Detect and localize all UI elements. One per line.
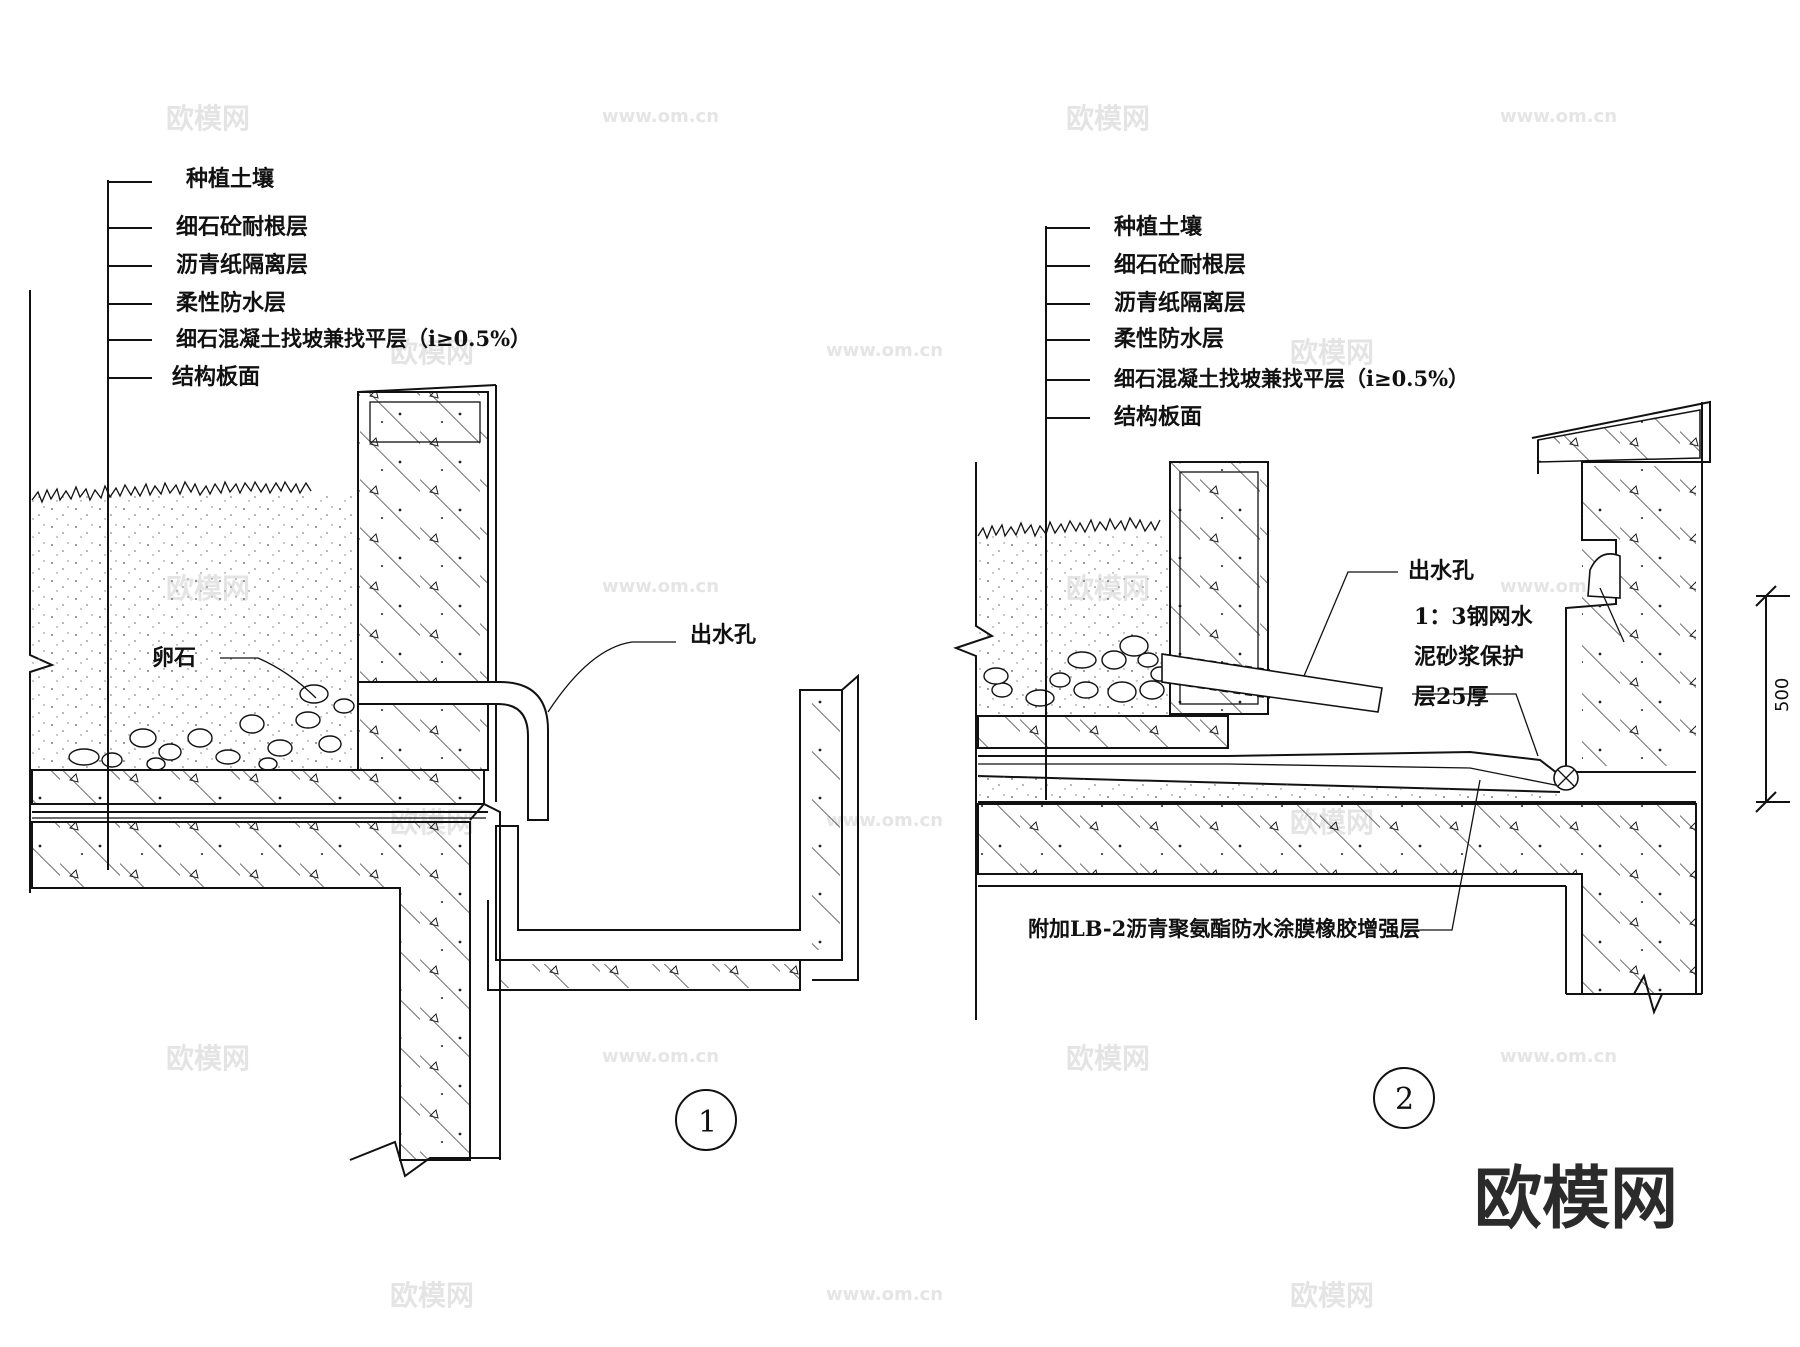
detail-1: 种植土壤 细石砼耐根层 沥青纸隔离层 柔性防水层 细石混凝土找坡兼找平层（i≥0… (29, 166, 859, 1178)
layer-label: 细石砼耐根层 (176, 214, 308, 240)
layer-label: 结构板面 (172, 364, 260, 390)
watermark-brand: 欧模网 (1290, 1279, 1374, 1312)
grass-line (31, 480, 312, 504)
root-resistant-layer (977, 715, 1229, 749)
planting-soil (978, 534, 1170, 714)
mortar-label-line: 1：3钢网水 (1414, 604, 1534, 630)
layer-ticks (108, 181, 152, 379)
grass-line (977, 516, 1161, 540)
planting-soil (32, 494, 354, 770)
leveling-layer (978, 776, 1560, 800)
watermark-brand: 欧模网 (166, 1042, 250, 1075)
detail-number: 2 (1395, 1082, 1414, 1117)
gutter-concrete (500, 964, 800, 988)
outlet-pipe-hidden (1161, 653, 1271, 699)
watermark-url: www.om.cn (602, 106, 719, 127)
watermark-url: www.om.cn (826, 1284, 943, 1305)
wall-top (357, 384, 497, 393)
outlet-leader (1303, 571, 1398, 677)
column-break (1566, 973, 1702, 1015)
outlet-label: 出水孔 (690, 622, 756, 648)
parapet-concrete (1582, 466, 1696, 766)
watermark-brand: 欧模网 (1066, 102, 1150, 135)
watermark-url: www.om.cn (826, 340, 943, 361)
mortar-leader (1412, 693, 1539, 757)
drip-groove (1587, 553, 1621, 599)
outlet-pipe (1161, 653, 1383, 713)
outlet-leader (547, 641, 676, 713)
watermark-url: www.om.cn (826, 810, 943, 831)
parapet-cap (1537, 409, 1701, 463)
brand-logo: 欧模网 (1474, 1160, 1678, 1239)
watermark-brand: 欧模网 (1066, 1042, 1150, 1075)
watermark-brand: 欧模网 (166, 102, 250, 135)
layer-label: 结构板面 (1114, 404, 1202, 430)
layer-labels: 种植土壤 细石砼耐根层 沥青纸隔离层 柔性防水层 细石混凝土找坡兼找平层（i≥0… (172, 166, 531, 390)
layer-label: 柔性防水层 (176, 290, 286, 316)
planter-wall (357, 391, 489, 771)
separation-layer (978, 763, 1561, 787)
pebble-leader (220, 657, 317, 699)
watermark-url: www.om.cn (602, 1046, 719, 1067)
column-break (349, 1140, 500, 1178)
watermark-url: www.om.cn (1500, 106, 1617, 127)
layer-label: 细石混凝土找坡兼找平层（i≥0.5%） (1114, 366, 1469, 391)
layer-ticks (1046, 227, 1090, 419)
sealant-rod-cross (1557, 769, 1575, 787)
watermark-url: www.om.cn (602, 576, 719, 597)
detail-number-circle (675, 1089, 737, 1151)
watermark-url: www.om.cn (1500, 1046, 1617, 1067)
waterproof-layer (978, 750, 1567, 781)
watermark-brand: 欧模网 (390, 336, 474, 369)
dimension-value: 500 (1772, 678, 1793, 712)
reinforce-leader (1406, 779, 1481, 931)
watermark-brand: 欧模网 (1290, 336, 1374, 369)
wall-cap (369, 401, 481, 443)
drip-leader (1599, 587, 1625, 643)
structural-slab (31, 821, 471, 1161)
mortar-label-line: 层25厚 (1414, 684, 1489, 710)
layer-label: 沥青纸隔离层 (1114, 290, 1246, 316)
layer-label: 种植土壤 (1114, 214, 1203, 240)
layer-label: 细石混凝土找坡兼找平层（i≥0.5%） (176, 326, 531, 351)
detail-2: 种植土壤 细石砼耐根层 沥青纸隔离层 柔性防水层 细石混凝土找坡兼找平层（i≥0… (953, 214, 1793, 1129)
layer-label: 柔性防水层 (1114, 326, 1224, 352)
root-resistant-layer (31, 769, 485, 805)
outlet-label: 出水孔 (1408, 558, 1474, 584)
layer-label: 种植土壤 (186, 166, 275, 192)
layer-labels: 种植土壤 细石砼耐根层 沥青纸隔离层 柔性防水层 细石混凝土找坡兼找平层（i≥0… (1114, 214, 1469, 430)
outlet-pipe (357, 681, 549, 821)
structural-slab (977, 803, 1697, 995)
break-line (953, 462, 995, 1020)
planter-wall-inner (1179, 471, 1259, 705)
detail-number: 1 (698, 1105, 717, 1140)
dimension-500: 500 (1755, 585, 1793, 813)
reinforce-label: 附加LB-2沥青聚氨酯防水涂膜橡胶增强层 (1028, 916, 1420, 941)
gutter-side-concrete (812, 700, 840, 950)
mortar-label-line: 泥砂浆保护 (1414, 644, 1524, 670)
layer-label: 沥青纸隔离层 (176, 252, 308, 278)
detail-number-circle (1373, 1067, 1435, 1129)
layer-label: 细石砼耐根层 (1114, 252, 1246, 278)
gutter-outline (495, 689, 843, 961)
watermark-brand: 欧模网 (390, 1279, 474, 1312)
pebble-label: 卵石 (152, 645, 196, 671)
